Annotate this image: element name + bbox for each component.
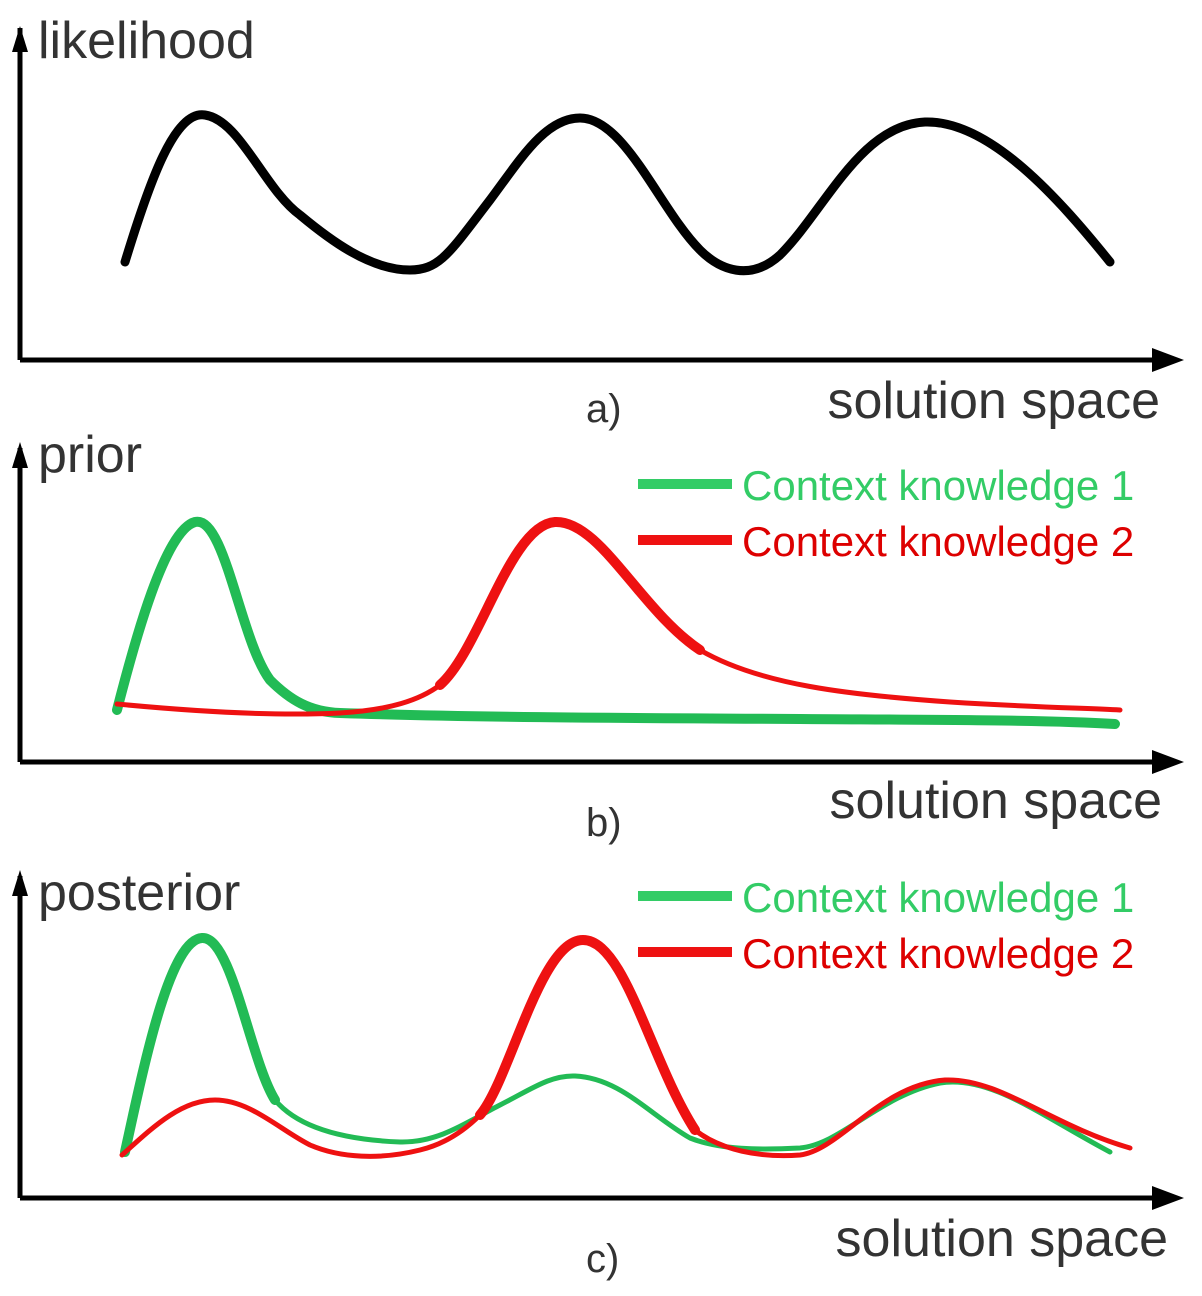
posterior-context2-peak-stroke (475, 935, 700, 1135)
panel-b: prior solution space b) Context knowledg… (12, 426, 1184, 845)
panel-a-y-label: likelihood (38, 12, 255, 70)
panel-b-y-label: prior (38, 426, 142, 484)
panel-c-y-label: posterior (38, 864, 240, 922)
panel-a: likelihood solution space a) (12, 12, 1184, 431)
prior-context2-peak-stroke (435, 516, 705, 690)
likelihood-curve (120, 110, 1115, 276)
panel-a-y-arrow (12, 26, 28, 52)
panel-c-tag: c) (586, 1237, 619, 1281)
panel-b-tag: b) (586, 801, 622, 845)
panel-b-x-arrow (1152, 750, 1184, 774)
panel-c-legend-label-2: Context knowledge 2 (742, 930, 1134, 977)
posterior-context1-peak-stroke (120, 933, 280, 1157)
panel-b-legend-label-1: Context knowledge 1 (742, 462, 1134, 509)
panel-c-x-arrow (1152, 1186, 1184, 1210)
panel-c-y-arrow (12, 870, 28, 896)
panel-b-y-arrow (12, 442, 28, 468)
posterior-context2-curve (119, 1097, 483, 1159)
panel-b-x-label: solution space (830, 772, 1162, 830)
panel-a-tag: a) (586, 387, 622, 431)
panel-c: posterior solution space c) Context know… (12, 864, 1184, 1281)
panel-b-legend-label-2: Context knowledge 2 (742, 518, 1134, 565)
panel-c-legend-label-1: Context knowledge 1 (742, 874, 1134, 921)
panel-a-x-label: solution space (828, 372, 1160, 430)
posterior-context2-tail (692, 1077, 1133, 1159)
panel-c-x-label: solution space (836, 1210, 1168, 1268)
panel-a-x-arrow (1152, 348, 1184, 372)
